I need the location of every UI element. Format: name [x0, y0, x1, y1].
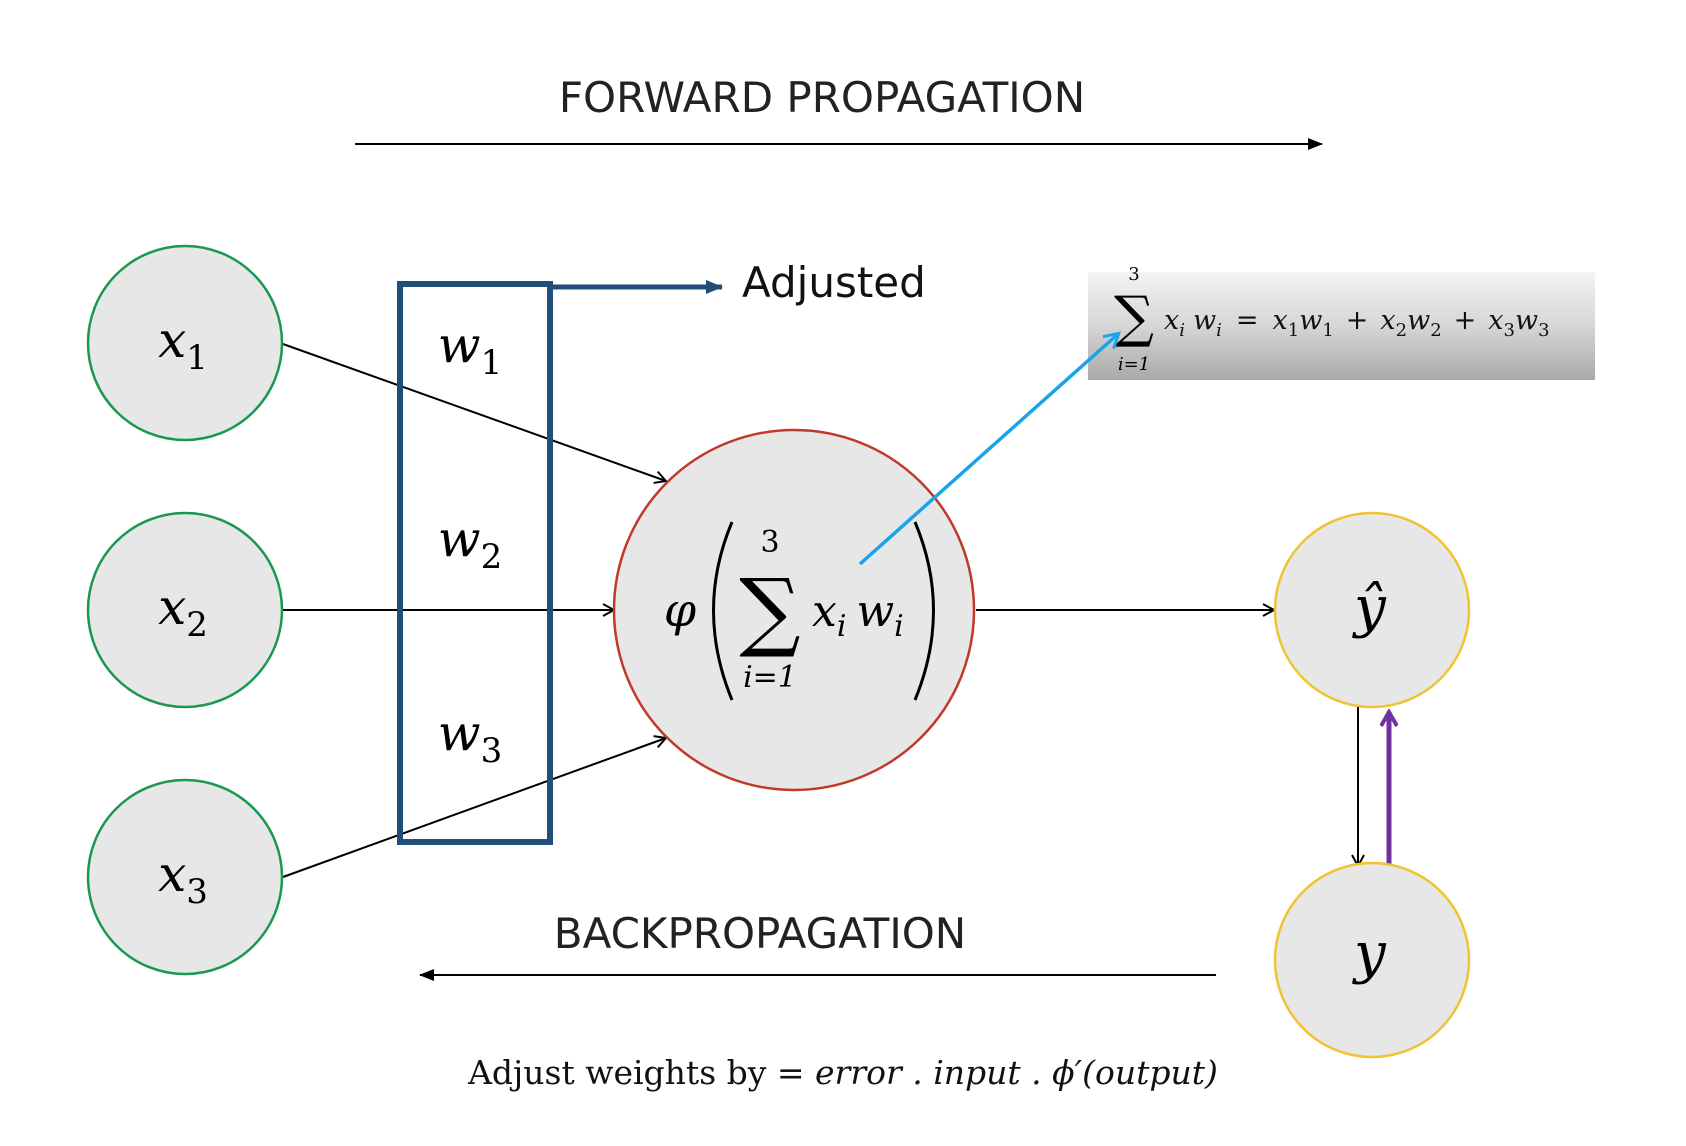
weight-w3: w3: [438, 704, 502, 771]
neuron-right-paren: [913, 521, 935, 701]
sum-term3-x: x: [1488, 305, 1503, 336]
sum-term2-w: w: [1407, 305, 1430, 336]
rule-prefix: Adjust weights by =: [467, 1053, 815, 1092]
weight-var: w: [438, 510, 481, 568]
sum-term2-xs: 2: [1396, 320, 1407, 341]
svg-text:w1: w1: [438, 316, 502, 383]
svg-text:w2: w2: [438, 510, 502, 577]
weight-var: w: [438, 704, 481, 762]
sum-formula-lower: i=1: [1118, 354, 1150, 375]
input-var: x: [158, 311, 186, 369]
svg-text:w3: w3: [438, 704, 502, 771]
connection-x3-neuron: [282, 738, 666, 878]
sum-term2-x: x: [1380, 305, 1395, 336]
sum-term3-xs: 3: [1504, 320, 1515, 341]
sum-plus-1: +: [1346, 305, 1369, 336]
input-subscript: 2: [186, 605, 208, 645]
sum-term1-xs: 1: [1288, 320, 1299, 341]
neuron-sigma: ∑: [739, 561, 800, 661]
svg-text:x1: x1: [158, 311, 208, 378]
neuron-w-sub: i: [894, 609, 904, 644]
svg-text:x2: x2: [158, 578, 208, 645]
neuron-upper: 3: [760, 525, 779, 560]
neuron-x-sub: i: [837, 609, 847, 644]
adjusted-label: Adjusted: [742, 258, 926, 307]
neuron-phi: φ: [664, 583, 697, 637]
input-subscript: 3: [186, 872, 208, 912]
input-var: x: [158, 845, 186, 903]
weight-subscript: 2: [481, 537, 503, 577]
sum-term1-w: w: [1299, 305, 1322, 336]
sum-term2-ws: 2: [1430, 320, 1441, 341]
forward-propagation-heading: FORWARD PROPAGATION: [559, 73, 1085, 122]
sum-formula-upper: 3: [1128, 264, 1139, 285]
prediction-label: ŷ: [1351, 575, 1387, 640]
sum-detail-arrow: [858, 334, 1118, 566]
neuron-left-paren: [712, 521, 734, 701]
weight-subscript: 3: [481, 731, 503, 771]
weight-w1: w1: [438, 316, 502, 383]
svg-text:x3: x3: [158, 845, 208, 912]
sum-lhs-w: w: [1193, 305, 1216, 336]
target-node: y: [1273, 861, 1471, 1059]
neuron-w: w: [856, 586, 894, 637]
input-var: x: [158, 578, 186, 636]
sum-lhs-x: x: [1164, 305, 1179, 336]
weight-var: w: [438, 316, 481, 374]
sum-term3-ws: 3: [1538, 320, 1549, 341]
sum-term1-x: x: [1273, 305, 1288, 336]
neuron-x: x: [812, 586, 837, 637]
input-node-x1: x1: [86, 244, 284, 442]
backpropagation-heading: BACKPROPAGATION: [554, 909, 966, 958]
sum-lhs-w-sub: i: [1216, 320, 1222, 341]
input-subscript: 1: [186, 338, 208, 378]
sum-formula-sigma: ∑: [1114, 285, 1154, 350]
input-node-x2: x2: [86, 511, 284, 709]
connection-x1-neuron: [282, 343, 666, 481]
sum-term1-ws: 1: [1322, 320, 1333, 341]
sum-plus-2: +: [1454, 305, 1477, 336]
svg-text:Adjust weights by = error . in: Adjust weights by = error . input . ϕ′(o…: [467, 1053, 1218, 1092]
sum-term3-w: w: [1515, 305, 1538, 336]
weight-w2: w2: [438, 510, 502, 577]
neuron-lower: i=1: [743, 660, 797, 695]
weights-box: [397, 281, 553, 845]
sum-lhs-x-sub: i: [1179, 320, 1185, 341]
input-node-x3: x3: [86, 778, 284, 976]
target-label: y: [1351, 921, 1387, 986]
prediction-node: ŷ: [1273, 511, 1471, 709]
weight-subscript: 1: [481, 343, 503, 383]
sum-equals: =: [1236, 305, 1259, 336]
rule-formula: error . input . ϕ′(output): [815, 1053, 1218, 1092]
